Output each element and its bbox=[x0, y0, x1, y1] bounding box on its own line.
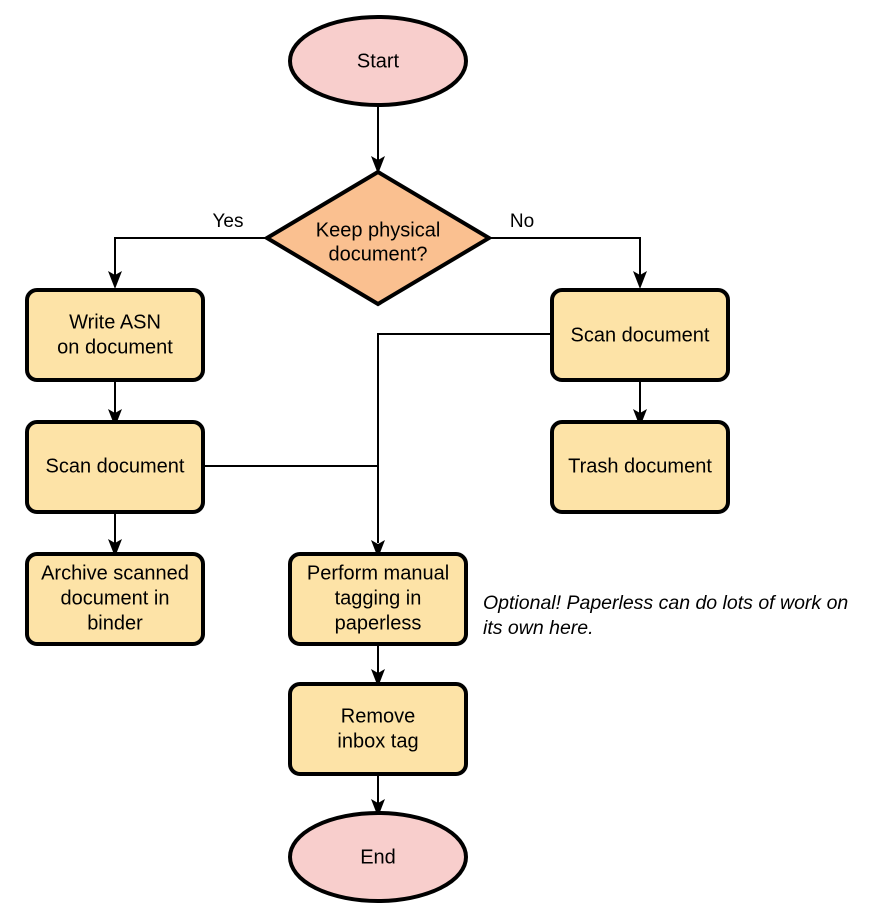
note-line1: Optional! Paperless can do lots of work … bbox=[483, 592, 848, 614]
decision-label-line2: document? bbox=[329, 243, 428, 265]
scan-document-left-label: Scan document bbox=[46, 455, 185, 477]
start-ellipse bbox=[288, 15, 468, 107]
end-label: End bbox=[360, 846, 396, 868]
scan-document-right-label: Scan document bbox=[571, 324, 710, 346]
edge-start-to-decision bbox=[371, 100, 385, 174]
node-perform-manual-tagging[interactable]: Perform manual tagging in paperless bbox=[288, 552, 468, 646]
tagging-box bbox=[288, 552, 468, 646]
edge-scan-right-to-trash bbox=[633, 380, 647, 427]
node-write-asn-on-document[interactable]: Write ASN on document bbox=[25, 288, 205, 382]
arrow-head-icon bbox=[633, 271, 647, 289]
edge-remove-inbox-to-end bbox=[371, 772, 385, 817]
write-asn-box bbox=[25, 288, 205, 382]
tagging-label-line2: tagging in bbox=[335, 587, 422, 609]
node-archive-scanned-document[interactable]: Archive scanned document in binder bbox=[25, 552, 205, 646]
end-ellipse bbox=[288, 811, 468, 903]
arrow-head-icon bbox=[371, 540, 385, 558]
write-asn-label-line2: on document bbox=[57, 336, 173, 358]
edge-scan-right-to-tagging bbox=[371, 333, 552, 558]
archive-label-line2: document in bbox=[61, 587, 170, 609]
annotation-note-optional: Optional! Paperless can do lots of work … bbox=[483, 592, 848, 639]
tagging-label-line1: Perform manual bbox=[307, 562, 449, 584]
edge-decision-yes-to-write-asn bbox=[108, 237, 267, 289]
arrow-head-icon bbox=[108, 539, 122, 557]
edge-tagging-to-remove-inbox bbox=[371, 642, 385, 687]
start-label: Start bbox=[357, 50, 400, 72]
remove-inbox-label-line1: Remove bbox=[341, 705, 415, 727]
scan-document-left-box bbox=[25, 420, 205, 514]
write-asn-label-line1: Write ASN bbox=[69, 311, 161, 333]
node-trash-document[interactable]: Trash document bbox=[550, 420, 730, 514]
archive-label-line1: Archive scanned bbox=[41, 562, 189, 584]
decision-label-line1: Keep physical bbox=[316, 219, 441, 241]
archive-box bbox=[25, 552, 205, 646]
edge-label-yes: Yes bbox=[213, 211, 244, 232]
node-end[interactable]: End bbox=[288, 811, 468, 903]
archive-label-line3: binder bbox=[87, 612, 143, 634]
edge-label-no: No bbox=[510, 211, 534, 232]
trash-document-box bbox=[550, 420, 730, 514]
node-start[interactable]: Start bbox=[288, 15, 468, 107]
node-scan-document-right[interactable]: Scan document bbox=[550, 288, 730, 382]
arrow-head-icon bbox=[371, 799, 385, 817]
remove-inbox-label-line2: inbox tag bbox=[337, 730, 418, 752]
note-line2: its own here. bbox=[483, 617, 594, 639]
trash-document-label: Trash document bbox=[568, 455, 712, 477]
edge-decision-no-to-scan-right bbox=[489, 237, 647, 289]
arrow-head-icon bbox=[371, 156, 385, 174]
edge-write-asn-to-scan-left bbox=[108, 380, 122, 427]
scan-document-right-box bbox=[550, 288, 730, 382]
node-remove-inbox-tag[interactable]: Remove inbox tag bbox=[288, 682, 468, 776]
remove-inbox-box bbox=[288, 682, 468, 776]
arrow-head-icon bbox=[108, 409, 122, 427]
tagging-label-line3: paperless bbox=[335, 612, 422, 634]
arrow-head-icon bbox=[371, 669, 385, 687]
node-scan-document-left[interactable]: Scan document bbox=[25, 420, 205, 514]
arrow-head-icon bbox=[108, 271, 122, 289]
decision-diamond bbox=[263, 169, 493, 307]
arrow-head-icon bbox=[633, 409, 647, 427]
edge-scan-left-to-archive bbox=[108, 511, 122, 557]
node-decision-keep-physical-document[interactable]: Keep physical document? bbox=[263, 169, 493, 307]
